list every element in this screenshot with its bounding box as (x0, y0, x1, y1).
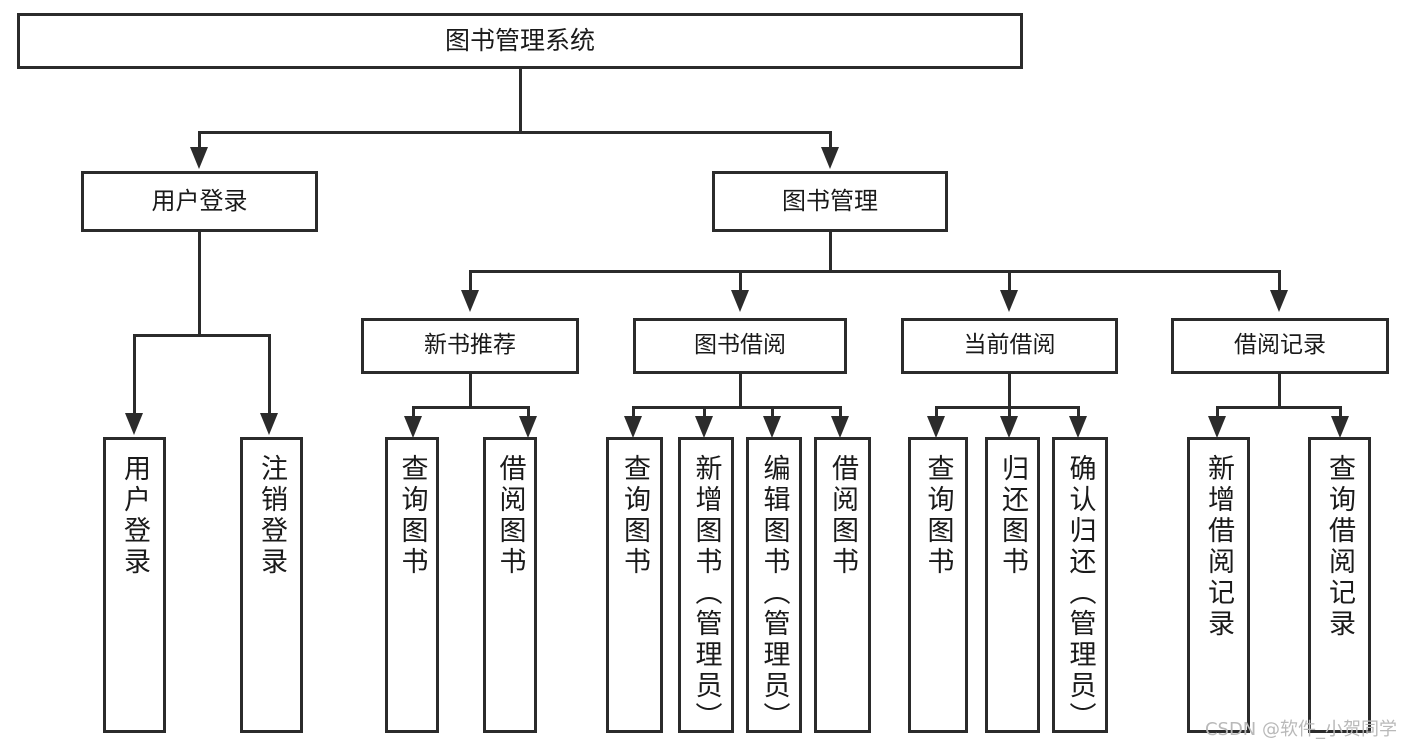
node-label: 借阅图书 (827, 454, 858, 578)
leaf-borrow-book-recommend: 借阅图书 (483, 437, 537, 733)
connector-borrow-record-bar (1216, 406, 1342, 409)
connector-book-borrow-stem (739, 374, 742, 408)
connector-borrow-record-drop-1 (1216, 406, 1219, 418)
connector-book-mgmt-bar (469, 270, 1281, 273)
node-label: 新书推荐 (424, 332, 516, 359)
arrow-to-leaf-return-book (1000, 416, 1018, 438)
node-label: 新增图书（管理员） (690, 454, 722, 733)
node-label: 查询图书 (619, 454, 650, 578)
connector-book-mgmt-drop-1 (469, 270, 472, 292)
leaf-edit-book-admin: 编辑图书（管理员） (746, 437, 802, 733)
arrow-to-borrow-record (1270, 290, 1288, 312)
node-label: 查询借阅记录 (1324, 454, 1355, 640)
connector-root-to-user-login (198, 131, 201, 149)
connector-book-borrow-bar (632, 406, 842, 409)
arrow-to-leaf-query-book-2 (624, 416, 642, 438)
connector-book-borrow-drop-1 (632, 406, 635, 418)
watermark: CSDN @软件_小贺同学 (1204, 719, 1397, 740)
node-user-login: 用户登录 (81, 171, 318, 232)
connector-new-book-rec-stem (469, 374, 472, 408)
arrow-to-leaf-edit-book (763, 416, 781, 438)
node-borrow-record: 借阅记录 (1171, 318, 1389, 374)
arrow-to-user-login (190, 147, 208, 169)
leaf-confirm-return-admin: 确认归还（管理员） (1052, 437, 1108, 733)
connector-current-borrow-drop-1 (935, 406, 938, 418)
arrow-to-leaf-confirm-return (1069, 416, 1087, 438)
connector-book-borrow-drop-3 (771, 406, 774, 418)
connector-borrow-record-drop-2 (1339, 406, 1342, 418)
node-label: 查询图书 (922, 454, 954, 578)
connector-user-login-drop-2 (268, 334, 271, 415)
node-label: 用户登录 (151, 187, 248, 216)
leaf-borrow-book: 借阅图书 (814, 437, 871, 733)
arrow-to-leaf-add-book (695, 416, 713, 438)
connector-book-mgmt-drop-3 (1008, 270, 1011, 292)
node-label: 编辑图书（管理员） (758, 454, 790, 733)
node-new-book-recommend: 新书推荐 (361, 318, 579, 374)
arrow-to-leaf-borrow-book-2 (831, 416, 849, 438)
connector-root-to-book-mgmt (829, 131, 832, 149)
arrow-to-leaf-query-book-3 (927, 416, 945, 438)
node-label: 图书借阅 (694, 332, 786, 359)
connector-current-borrow-drop-2 (1008, 406, 1011, 418)
node-book-management-system: 图书管理系统 (17, 13, 1023, 69)
connector-new-book-rec-drop-1 (412, 406, 415, 418)
leaf-query-book-borrow: 查询图书 (606, 437, 663, 733)
arrow-to-leaf-query-book-1 (404, 416, 422, 438)
arrow-to-leaf-query-record (1331, 416, 1349, 438)
node-label: 新增借阅记录 (1203, 454, 1234, 640)
connector-user-login-drop-1 (133, 334, 136, 415)
connector-current-borrow-bar (935, 406, 1080, 409)
arrow-to-leaf-borrow-book-1 (519, 416, 537, 438)
connector-new-book-rec-bar (412, 406, 530, 409)
node-label: 注销登录 (256, 454, 287, 578)
leaf-user-logout: 注销登录 (240, 437, 303, 733)
node-label: 图书管理系统 (444, 26, 595, 55)
leaf-add-book-admin: 新增图书（管理员） (678, 437, 734, 733)
connector-book-mgmt-drop-4 (1278, 270, 1281, 292)
arrow-to-leaf-add-record (1208, 416, 1226, 438)
node-label: 图书管理 (782, 187, 878, 216)
connector-root-bar (198, 131, 832, 134)
connector-book-borrow-drop-4 (839, 406, 842, 418)
node-label: 当前借阅 (963, 332, 1056, 359)
node-book-management: 图书管理 (712, 171, 948, 232)
node-label: 借阅记录 (1234, 332, 1326, 359)
connector-current-borrow-drop-3 (1077, 406, 1080, 418)
connector-borrow-record-stem (1278, 374, 1281, 408)
node-label: 确认归还（管理员） (1064, 454, 1096, 733)
leaf-query-borrow-record: 查询借阅记录 (1308, 437, 1371, 733)
leaf-query-book-recommend: 查询图书 (385, 437, 439, 733)
connector-book-borrow-drop-2 (703, 406, 706, 418)
arrow-to-book-mgmt (821, 147, 839, 169)
node-current-borrow: 当前借阅 (901, 318, 1118, 374)
connector-book-mgmt-drop-2 (739, 270, 742, 292)
node-book-borrow: 图书借阅 (633, 318, 847, 374)
connector-user-login-stem (198, 232, 201, 336)
leaf-add-borrow-record: 新增借阅记录 (1187, 437, 1250, 733)
connector-new-book-rec-drop-2 (527, 406, 530, 418)
node-label: 查询图书 (396, 454, 428, 578)
leaf-user-login: 用户登录 (103, 437, 166, 733)
arrow-to-new-book-rec (461, 290, 479, 312)
arrow-to-leaf-user-logout (260, 413, 278, 435)
arrow-to-leaf-user-login (125, 413, 143, 435)
connector-root-stem (519, 69, 522, 131)
node-label: 借阅图书 (494, 454, 526, 578)
arrow-to-book-borrow (731, 290, 749, 312)
connector-book-mgmt-stem (829, 232, 832, 272)
node-label: 用户登录 (119, 454, 150, 578)
node-label: 归还图书 (997, 454, 1028, 578)
connector-user-login-bar (133, 334, 270, 337)
arrow-to-current-borrow (1000, 290, 1018, 312)
leaf-query-book-current: 查询图书 (908, 437, 968, 733)
connector-current-borrow-stem (1008, 374, 1011, 408)
leaf-return-book: 归还图书 (985, 437, 1040, 733)
